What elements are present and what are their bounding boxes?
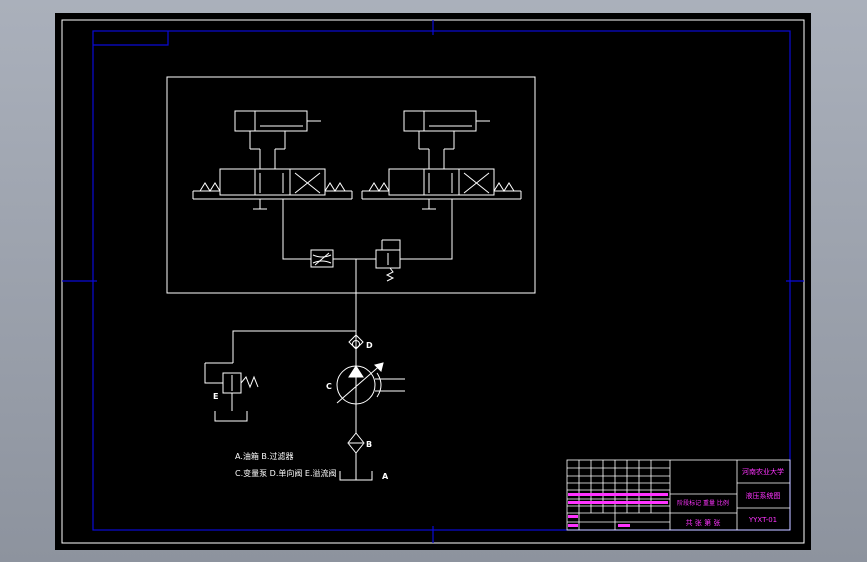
label-filter: B xyxy=(366,440,372,449)
label-tank: A xyxy=(382,472,389,481)
relief-valve xyxy=(204,362,259,422)
code-box xyxy=(93,31,169,46)
tank xyxy=(339,471,373,481)
label-relief-valve: E xyxy=(213,392,218,401)
label-pump: C xyxy=(326,382,332,391)
school-name: 河南农业大学 xyxy=(742,467,784,476)
legend-line-2: C.变量泵 D.单向阀 E.溢流阀 xyxy=(235,468,337,478)
directional-valve-left xyxy=(192,168,353,223)
variable-pump xyxy=(336,362,405,405)
drawing-sheet[interactable]: D C B E A A.油箱 B.过滤器 C.变量泵 D.单向阀 E.溢流阀 xyxy=(55,13,811,550)
pressure-valve xyxy=(375,239,401,282)
cylinder-right xyxy=(403,110,490,169)
title-block-fine-text xyxy=(568,493,668,527)
label-check-valve: D xyxy=(366,341,373,350)
centring-marks xyxy=(62,20,804,543)
hydraulic-drawing: D C B E A A.油箱 B.过滤器 C.变量泵 D.单向阀 E.溢流阀 xyxy=(61,19,805,544)
filter xyxy=(347,432,365,454)
throttle-valve xyxy=(310,249,334,268)
cylinder-left xyxy=(234,110,321,169)
outer-border xyxy=(61,19,805,544)
legend-line-1: A.油箱 B.过滤器 xyxy=(235,451,293,461)
drawing-frame xyxy=(92,30,791,531)
valve-block-boundary xyxy=(166,76,536,294)
supply-lines xyxy=(232,223,453,480)
drawing-number: YYXT-01 xyxy=(748,516,777,524)
title-block: 河南农业大学 液压系统图 YYXT-01 阶段标记 重量 比例 共 张 第 张 xyxy=(566,459,791,531)
directional-valve-right xyxy=(361,168,522,223)
drawing-name: 液压系统图 xyxy=(746,491,781,500)
check-valve xyxy=(348,334,364,350)
sheet-row: 共 张 第 张 xyxy=(686,518,721,527)
scale-row: 阶段标记 重量 比例 xyxy=(677,499,729,507)
